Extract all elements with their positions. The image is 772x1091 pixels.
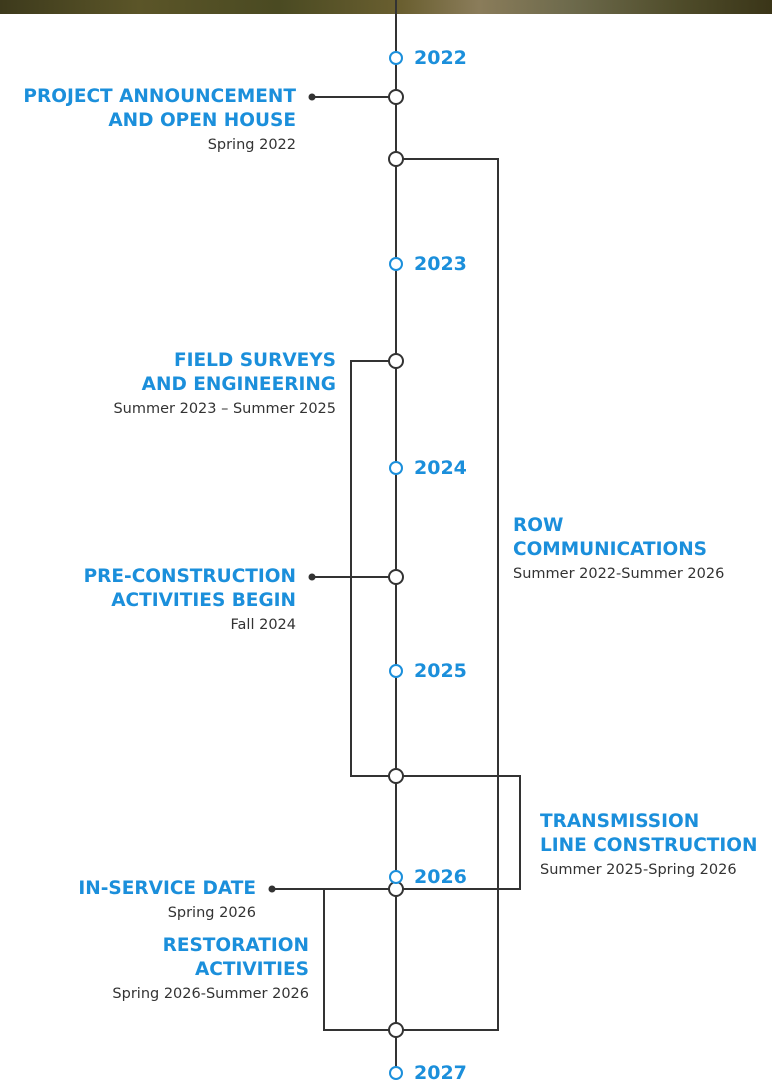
node-pre-construction [388, 569, 404, 585]
year-label-2023: 2023 [414, 253, 467, 275]
event-date: Spring 2026 [167, 905, 256, 921]
event-title-line: ACTIVITIES [194, 959, 309, 980]
event-title-line: AND ENGINEERING [141, 374, 336, 395]
bracket-field-surveys [350, 360, 389, 777]
event-date: Summer 2023 – Summer 2025 [113, 401, 336, 417]
event-pre-construction: PRE-CONSTRUCTION ACTIVITIES BEGIN Fall 2… [84, 565, 296, 635]
event-date: Summer 2022-Summer 2026 [513, 566, 725, 582]
header-photo-strip [0, 0, 772, 14]
event-transmission-line: TRANSMISSION LINE CONSTRUCTION Summer 20… [540, 810, 758, 880]
bracket-row-communications [403, 158, 499, 1031]
node-restoration-end [388, 1022, 404, 1038]
year-marker-2026 [389, 870, 403, 884]
year-marker-2022 [389, 51, 403, 65]
node-in-service [388, 881, 404, 897]
event-title-line: FIELD SURVEYS [173, 350, 336, 371]
event-title-line: AND OPEN HOUSE [108, 110, 296, 131]
event-date: Fall 2024 [230, 617, 296, 633]
year-label-2027: 2027 [414, 1062, 467, 1084]
event-title-line: LINE CONSTRUCTION [540, 835, 758, 856]
event-date: Spring 2022 [207, 137, 296, 153]
year-marker-2023 [389, 257, 403, 271]
event-date: Summer 2025-Spring 2026 [540, 862, 737, 878]
year-marker-2027 [389, 1066, 403, 1080]
event-project-announcement: PROJECT ANNOUNCEMENT AND OPEN HOUSE Spri… [23, 85, 296, 155]
year-label-2025: 2025 [414, 660, 467, 682]
year-marker-2024 [389, 461, 403, 475]
bracket-restoration [323, 888, 389, 1031]
event-field-surveys: FIELD SURVEYS AND ENGINEERING Summer 202… [113, 349, 336, 419]
event-row-communications: ROW COMMUNICATIONS Summer 2022-Summer 20… [513, 514, 724, 584]
event-title-line: PRE-CONSTRUCTION [83, 566, 296, 587]
event-title-line: ACTIVITIES BEGIN [111, 590, 296, 611]
event-title-line: RESTORATION [162, 935, 309, 956]
year-label-2026: 2026 [414, 866, 467, 888]
event-title-line: IN-SERVICE DATE [78, 878, 256, 899]
bracket-transmission-line [403, 775, 521, 890]
node-construction-start [388, 768, 404, 784]
node-project-announcement [388, 89, 404, 105]
year-label-2022: 2022 [414, 47, 467, 69]
event-date: Spring 2026-Summer 2026 [112, 986, 309, 1002]
event-restoration: RESTORATION ACTIVITIES Spring 2026-Summe… [112, 934, 309, 1004]
node-row-start [388, 151, 404, 167]
event-title-line: ROW [513, 515, 564, 536]
event-title-line: PROJECT ANNOUNCEMENT [23, 86, 296, 107]
dot-pre-construction [308, 573, 316, 581]
year-marker-2025 [389, 664, 403, 678]
dot-in-service [268, 885, 276, 893]
node-field-surveys [388, 353, 404, 369]
event-in-service: IN-SERVICE DATE Spring 2026 [78, 877, 256, 923]
dot-project-announcement [308, 93, 316, 101]
event-title-line: COMMUNICATIONS [513, 539, 708, 560]
event-title-line: TRANSMISSION [540, 811, 700, 832]
year-label-2024: 2024 [414, 457, 467, 479]
